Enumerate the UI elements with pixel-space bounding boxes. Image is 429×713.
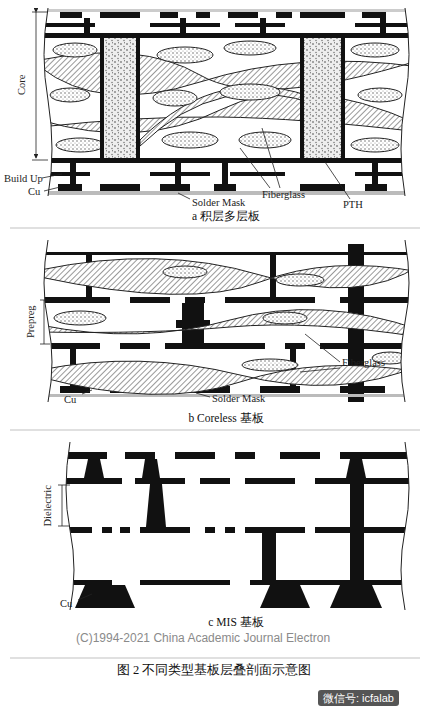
- build-up-board: [40, 8, 420, 198]
- part-label: Cu: [64, 394, 76, 406]
- part-label: Fiberglass: [342, 357, 385, 369]
- panel-caption: a 积层多层板: [192, 210, 260, 223]
- break-line: [66, 442, 409, 610]
- watermark: (C)1994-2021 China Academic Journal Elec…: [76, 632, 330, 645]
- part-label: Build Up: [4, 173, 43, 185]
- part-label: Fiberglass: [262, 189, 305, 201]
- part-label: PTH: [343, 199, 363, 211]
- break-line: [44, 240, 409, 402]
- break-line: [44, 8, 409, 196]
- fiberglass-weave: [40, 41, 420, 152]
- dimension-label: Prepreg: [23, 306, 37, 339]
- part-label: Cu: [60, 598, 72, 610]
- part-label: Solder Mask: [192, 197, 245, 209]
- leader-lines-a: [32, 12, 350, 199]
- figure-caption: 图 2 不同类型基板层叠剖面示意图: [117, 664, 312, 678]
- plated-through-hole: [100, 33, 345, 163]
- panel-caption: b Coreless 基板: [188, 412, 263, 425]
- mis-substrate: [62, 442, 422, 612]
- part-label: Solder Mask: [212, 393, 265, 405]
- leader-lines-c: [58, 485, 92, 600]
- leader-lines-b: [40, 300, 340, 397]
- part-label: Cu: [28, 186, 40, 198]
- coreless-substrate: [40, 240, 420, 405]
- watermark: 微信号: icfalab: [318, 690, 399, 706]
- dimension-label: Core: [15, 75, 29, 95]
- dimension-label: Dielectric: [41, 485, 55, 526]
- panel-caption: c MIS 基板: [208, 616, 263, 629]
